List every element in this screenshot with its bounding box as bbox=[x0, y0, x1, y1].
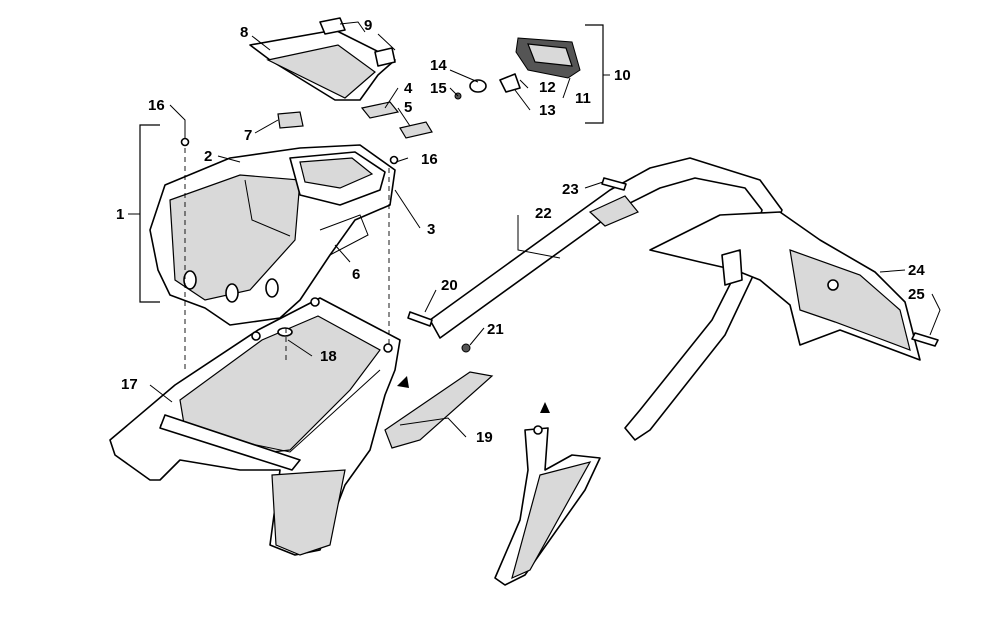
callout-labels: 1 2 3 4 5 6 7 8 9 10 11 12 13 14 15 16 1… bbox=[116, 17, 925, 446]
callout-11: 11 bbox=[575, 90, 591, 107]
callout-13: 13 bbox=[539, 102, 556, 119]
callout-5: 5 bbox=[404, 99, 412, 116]
alignment-lines bbox=[184, 148, 390, 370]
callout-6: 6 bbox=[352, 266, 360, 283]
part-2-tail-body bbox=[149, 144, 396, 326]
callout-9: 9 bbox=[364, 17, 372, 34]
callout-18: 18 bbox=[320, 348, 337, 365]
callout-12: 12 bbox=[539, 79, 556, 96]
callout-22: 22 bbox=[535, 205, 552, 222]
hardware bbox=[180, 137, 939, 435]
part-8-lid bbox=[249, 17, 396, 101]
callout-17: 17 bbox=[121, 376, 138, 393]
part-19-bracket bbox=[384, 371, 601, 586]
callout-2: 2 bbox=[204, 148, 212, 165]
part-10-taillight bbox=[454, 37, 581, 100]
callout-1: 1 bbox=[116, 206, 124, 223]
callout-4: 4 bbox=[404, 80, 413, 97]
callout-15: 15 bbox=[430, 80, 447, 97]
callout-21: 21 bbox=[487, 321, 504, 338]
direction-arrows bbox=[397, 376, 550, 413]
part-24-snowflap bbox=[649, 211, 921, 361]
callout-25: 25 bbox=[908, 286, 925, 303]
leader-lines bbox=[128, 21, 941, 438]
callout-24: 24 bbox=[908, 262, 925, 279]
decals-4-5-7 bbox=[277, 101, 433, 139]
bracket-10 bbox=[585, 24, 604, 124]
callout-16-right: 16 bbox=[421, 151, 438, 168]
callout-8: 8 bbox=[240, 24, 248, 41]
part-22-bumper bbox=[429, 157, 783, 441]
callout-14: 14 bbox=[430, 57, 447, 74]
callout-20: 20 bbox=[441, 277, 458, 294]
callout-19: 19 bbox=[476, 429, 493, 446]
callout-23: 23 bbox=[562, 181, 579, 198]
callout-7: 7 bbox=[244, 127, 252, 144]
callout-16-left: 16 bbox=[148, 97, 165, 114]
part-17-storage-tub bbox=[109, 297, 401, 556]
callout-10: 10 bbox=[614, 67, 631, 84]
callout-3: 3 bbox=[427, 221, 435, 238]
